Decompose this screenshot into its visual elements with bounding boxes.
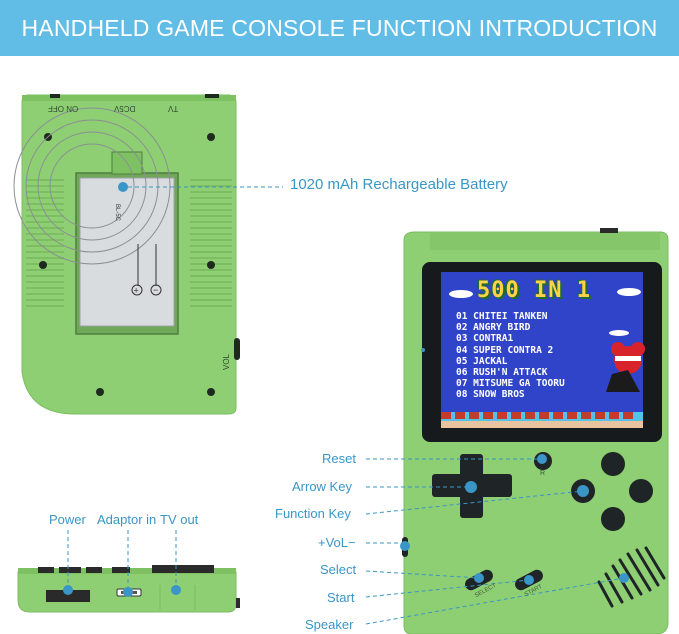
label-tv-out: TV out bbox=[160, 512, 199, 527]
list-item: 03 CONTRA1 bbox=[456, 333, 514, 345]
label-tv: TV bbox=[168, 104, 179, 113]
label-arrow-key: Arrow Key bbox=[292, 479, 352, 494]
console-back-view: + − bbox=[13, 94, 283, 415]
power-switch bbox=[46, 590, 90, 602]
label-dc5v: DC5V bbox=[114, 104, 136, 113]
back-ribs-right bbox=[190, 179, 232, 307]
back-screws bbox=[39, 133, 215, 396]
mouse-character bbox=[606, 342, 645, 392]
battery-callout: 1020 mAh Rechargeable Battery bbox=[290, 176, 508, 193]
back-top-edge bbox=[22, 95, 236, 101]
list-item: 04 SUPER CONTRA 2 bbox=[456, 344, 554, 356]
list-item: 06 RUSH'N ATTACK bbox=[456, 367, 548, 379]
label-power: Power bbox=[49, 512, 86, 527]
page-title: HANDHELD GAME CONSOLE FUNCTION INTRODUCT… bbox=[21, 15, 658, 41]
front-callout-dots bbox=[400, 454, 629, 585]
minus-icon bbox=[150, 284, 162, 296]
svg-text:+: + bbox=[134, 286, 139, 296]
list-item: 05 JACKAL bbox=[456, 355, 508, 367]
label-select: Select bbox=[320, 562, 357, 577]
plus-icon bbox=[131, 284, 143, 296]
title-banner bbox=[0, 0, 679, 56]
list-item: 01 CHITEI TANKEN bbox=[456, 311, 548, 322]
screen-title: 500 IN 1 bbox=[477, 278, 591, 303]
label-vol: VOL bbox=[222, 353, 231, 370]
label-start: Start bbox=[327, 590, 355, 605]
game-list: 01 CHITEI TANKEN 02 ANGRY BIRD 03 CONTRA… bbox=[456, 311, 565, 401]
label-reset: Reset bbox=[322, 451, 356, 466]
console-front-view bbox=[402, 228, 669, 634]
label-speaker: Speaker bbox=[305, 617, 354, 632]
game-screen bbox=[441, 272, 643, 428]
console-bottom-view bbox=[17, 530, 240, 613]
label-function-key: Function Key bbox=[275, 506, 351, 521]
battery-model: BL-5C bbox=[114, 204, 120, 222]
label-adaptor-in: Adaptor in bbox=[97, 512, 157, 527]
svg-text:−: − bbox=[153, 285, 158, 295]
label-volume: +VoL− bbox=[318, 535, 356, 550]
volume-wheel bbox=[234, 338, 240, 360]
back-ribs-left bbox=[26, 179, 64, 307]
reset-button-label: R bbox=[540, 470, 546, 477]
label-on-off: ON OFF bbox=[48, 104, 79, 113]
list-item: 08 SNOW BROS bbox=[456, 389, 525, 401]
battery-rings bbox=[13, 107, 171, 265]
list-item: 02 ANGRY BIRD bbox=[456, 322, 531, 334]
list-item: 07 MITSUME GA TOORU bbox=[456, 378, 565, 390]
front-callout-lines bbox=[365, 458, 625, 625]
